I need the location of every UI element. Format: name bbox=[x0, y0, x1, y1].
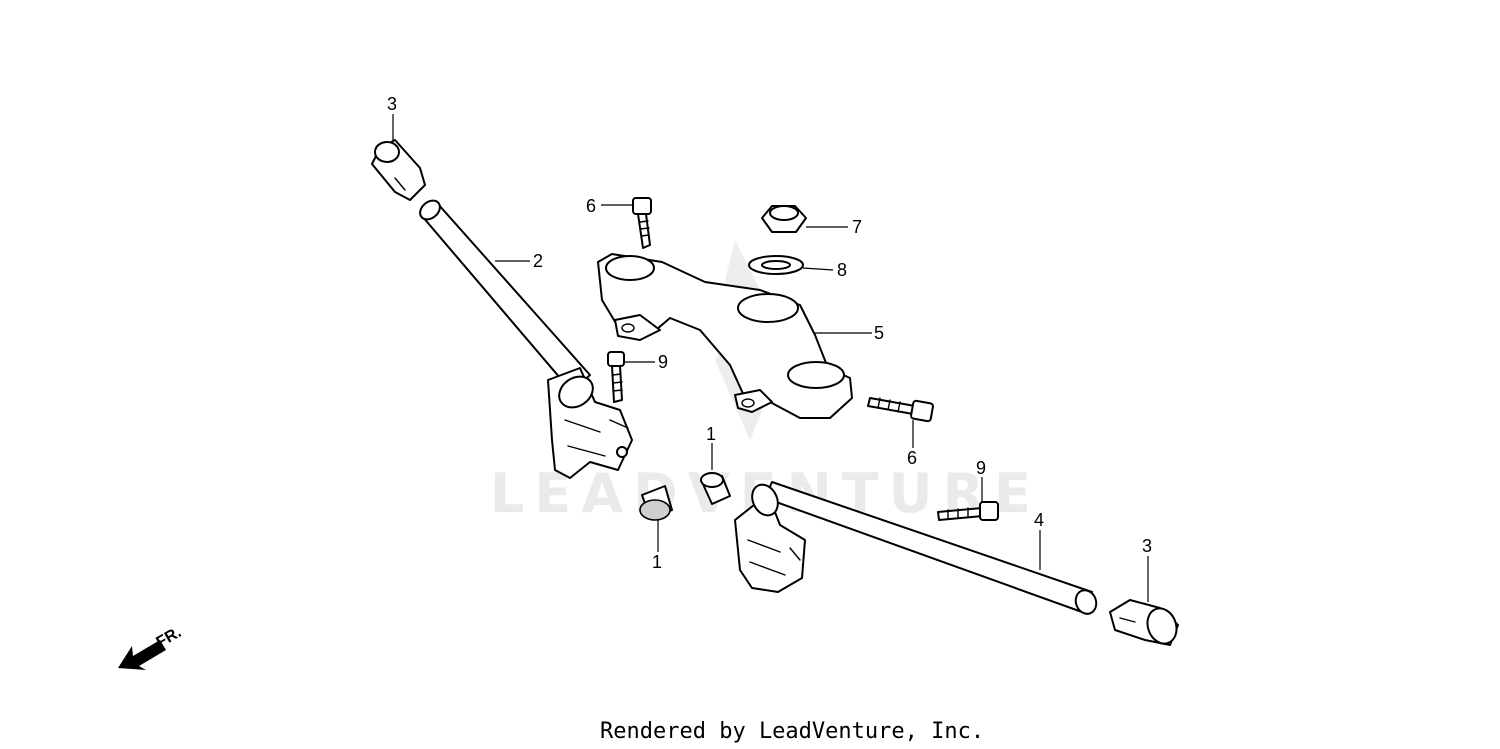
callout-1-upper: 1 bbox=[706, 424, 716, 444]
part-2-left-handlebar[interactable] bbox=[416, 197, 633, 479]
part-5-top-bridge[interactable] bbox=[597, 253, 853, 419]
front-direction-arrow-icon bbox=[118, 640, 166, 670]
part-7-nut[interactable] bbox=[761, 205, 807, 233]
callout-3-top: 3 bbox=[387, 94, 397, 114]
callout-1-lower: 1 bbox=[652, 552, 662, 572]
part-9-right-bolt[interactable] bbox=[937, 501, 999, 521]
callout-6-right: 6 bbox=[907, 448, 917, 468]
part-1-upper-plug[interactable] bbox=[700, 472, 731, 505]
callout-6-top: 6 bbox=[586, 196, 596, 216]
part-3-right-end-cap[interactable] bbox=[1109, 599, 1181, 648]
part-8-washer[interactable] bbox=[748, 255, 804, 275]
part-4-right-handlebar[interactable] bbox=[734, 480, 1100, 616]
part-6-upper-bolt[interactable] bbox=[632, 197, 652, 249]
part-6-right-bolt[interactable] bbox=[867, 397, 934, 423]
callout-3-right: 3 bbox=[1142, 536, 1152, 556]
callout-2: 2 bbox=[533, 251, 543, 271]
footer-credit: Rendered by LeadVenture, Inc. bbox=[600, 719, 984, 744]
callout-8: 8 bbox=[837, 260, 847, 280]
part-9-left-bolt[interactable] bbox=[607, 351, 625, 403]
part-3-top-end-cap[interactable] bbox=[371, 139, 426, 201]
callout-5: 5 bbox=[874, 323, 884, 343]
callout-9-left: 9 bbox=[658, 352, 668, 372]
callout-7: 7 bbox=[852, 217, 862, 237]
part-1-lower-plug[interactable] bbox=[639, 485, 673, 521]
callout-9-right: 9 bbox=[976, 458, 986, 478]
leader-lines bbox=[392, 114, 1149, 602]
callout-4: 4 bbox=[1034, 510, 1044, 530]
